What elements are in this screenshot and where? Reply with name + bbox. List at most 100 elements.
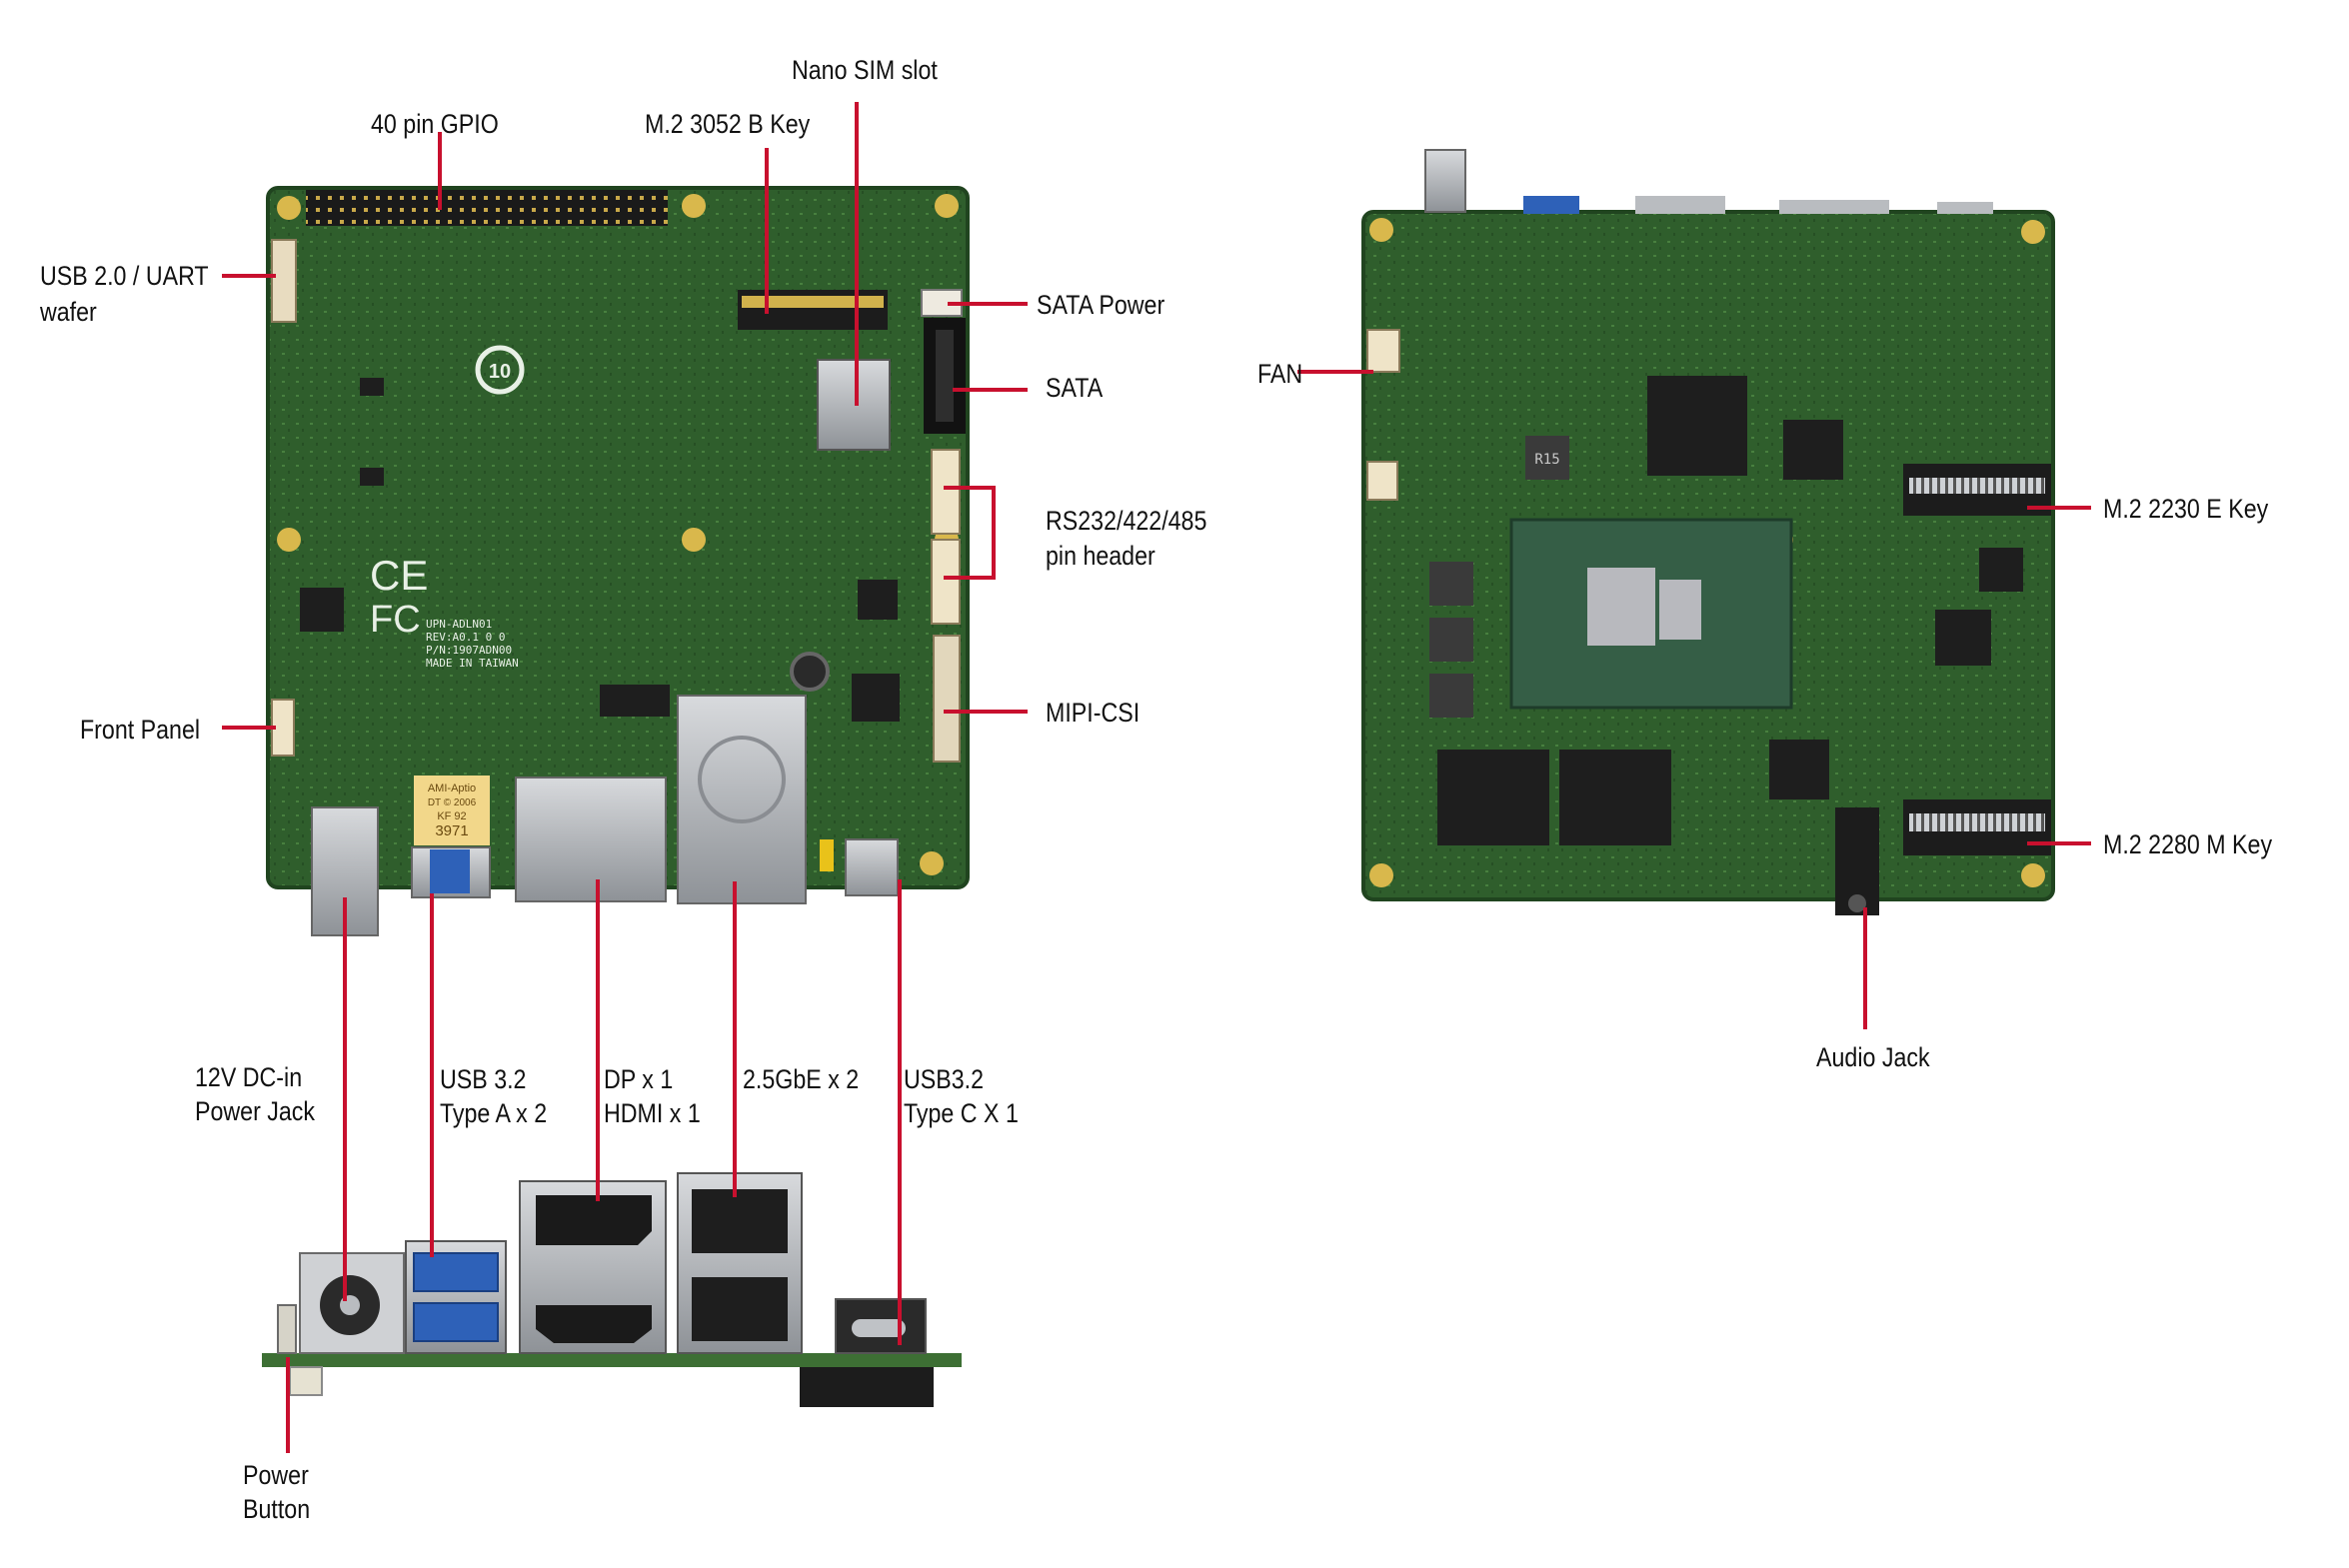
ic-chip bbox=[1647, 376, 1747, 476]
rs232-header-1 bbox=[931, 449, 961, 535]
recycle-mark-text: 10 bbox=[489, 361, 511, 383]
mount-hole bbox=[2021, 863, 2045, 887]
ic-chip bbox=[360, 378, 384, 396]
m2-3052-pins bbox=[742, 296, 884, 308]
label-m2-2280: M.2 2280 M Key bbox=[2103, 829, 2273, 859]
label-usb-c-2: Type C X 1 bbox=[904, 1098, 1019, 1128]
bios-label-3: KF 92 bbox=[437, 810, 466, 822]
label-power-button-1: Power bbox=[243, 1460, 309, 1490]
usb-a-port-1 bbox=[413, 1252, 499, 1292]
bios-label-4: 3971 bbox=[435, 822, 468, 839]
silk-pn: P/N:1907ADN00 bbox=[426, 644, 512, 657]
inductor bbox=[1429, 618, 1473, 662]
label-usb-c-1: USB3.2 bbox=[904, 1064, 985, 1094]
bios-label-1: AMI-Aptio bbox=[428, 783, 476, 794]
hdmi-port bbox=[536, 1305, 652, 1343]
label-gpio: 40 pin GPIO bbox=[371, 109, 499, 139]
fc-mark: FC bbox=[370, 599, 421, 641]
label-power-button-2: Button bbox=[243, 1494, 311, 1524]
mipi-csi-connector bbox=[933, 635, 961, 763]
mount-hole bbox=[682, 528, 706, 552]
inductor bbox=[1429, 562, 1473, 606]
label-m2-3052: M.2 3052 B Key bbox=[645, 109, 811, 139]
ic-chip bbox=[360, 468, 384, 486]
label-m2-2230: M.2 2230 E Key bbox=[2103, 494, 2269, 524]
mount-hole bbox=[1369, 218, 1393, 242]
mount-hole bbox=[682, 194, 706, 218]
ic-chip bbox=[1437, 750, 1549, 845]
ic-chip bbox=[1559, 750, 1671, 845]
ic-chip bbox=[1769, 740, 1829, 799]
label-rs232-1: RS232/422/485 bbox=[1046, 506, 1207, 536]
ic-chip bbox=[852, 674, 900, 722]
gpio-header bbox=[306, 190, 668, 226]
usb-c-top bbox=[845, 838, 899, 896]
mount-hole bbox=[1369, 863, 1393, 887]
recycle-mark bbox=[475, 345, 525, 395]
sata-connector-key bbox=[936, 330, 954, 422]
antenna-connector bbox=[1424, 149, 1466, 213]
cpu-die-2 bbox=[1659, 580, 1701, 640]
mount-hole bbox=[935, 194, 959, 218]
label-usb-a-2: Type A x 2 bbox=[440, 1098, 548, 1128]
rj45-top bbox=[677, 695, 807, 904]
edge-underside-connector bbox=[800, 1367, 934, 1407]
mount-hole bbox=[920, 851, 944, 875]
ce-mark: CE bbox=[370, 552, 428, 599]
label-audio: Audio Jack bbox=[1816, 1042, 1930, 1072]
rs232-header-2 bbox=[931, 539, 961, 625]
leader-rs232 bbox=[944, 486, 996, 580]
dp-port bbox=[536, 1195, 652, 1245]
bios-label bbox=[414, 776, 490, 845]
usb-uart-wafer bbox=[271, 239, 297, 323]
m2-2280-pins bbox=[1909, 813, 2045, 831]
yellow-jumper bbox=[820, 839, 834, 871]
ic-chip bbox=[1935, 610, 1991, 666]
silk-rev: REV:A0.1 0 0 bbox=[426, 631, 505, 644]
edge-port bbox=[1635, 196, 1725, 214]
label-dc-in-2: Power Jack bbox=[195, 1096, 316, 1126]
label-dc-in-1: 12V DC-in bbox=[195, 1062, 303, 1092]
ic-chip bbox=[600, 685, 670, 717]
m2-2230-pins bbox=[1909, 478, 2045, 494]
nano-sim-slot bbox=[817, 359, 891, 451]
audio-jack-hole bbox=[1848, 894, 1866, 912]
label-rs232-2: pin header bbox=[1046, 541, 1156, 571]
inductor-label: R15 bbox=[1534, 452, 1559, 468]
ic-chip bbox=[1783, 420, 1843, 480]
label-gbe: 2.5GbE x 2 bbox=[743, 1064, 860, 1094]
label-nano-sim: Nano SIM slot bbox=[792, 55, 938, 85]
edge-port bbox=[1779, 200, 1889, 214]
rj45-port-1 bbox=[692, 1189, 788, 1253]
mount-hole bbox=[277, 528, 301, 552]
inductor bbox=[1429, 674, 1473, 718]
mount-hole bbox=[2021, 220, 2045, 244]
power-button-front bbox=[277, 1304, 297, 1354]
small-connector bbox=[1366, 461, 1398, 501]
edge-pcb bbox=[262, 1353, 962, 1367]
right-board: R15 bbox=[1361, 149, 2055, 915]
silk-model: UPN-ADLN01 bbox=[426, 618, 492, 631]
rj45-port-2 bbox=[692, 1277, 788, 1341]
label-front-panel: Front Panel bbox=[80, 715, 201, 745]
bios-label-2: DT © 2006 bbox=[428, 797, 477, 808]
leader-lines bbox=[222, 102, 2091, 1453]
fan-connector bbox=[1366, 329, 1400, 373]
ic-chip bbox=[1979, 548, 2023, 592]
label-dp-2: HDMI x 1 bbox=[604, 1098, 701, 1128]
label-fan: FAN bbox=[1257, 359, 1303, 389]
silk-made: MADE IN TAIWAN bbox=[426, 657, 519, 670]
buzzer bbox=[790, 652, 830, 692]
label-usb-uart-1: USB 2.0 / UART bbox=[40, 261, 209, 291]
label-sata: SATA bbox=[1046, 373, 1104, 403]
usb-a-port-2 bbox=[413, 1302, 499, 1342]
left-board: 10 CE FC UPN-ADLN01 REV:A0.1 0 0 P/N:190… bbox=[266, 186, 970, 936]
rj45-top-logo bbox=[698, 736, 786, 823]
label-usb-a-1: USB 3.2 bbox=[440, 1064, 527, 1094]
power-button-cap bbox=[289, 1366, 323, 1396]
label-dp-1: DP x 1 bbox=[604, 1064, 674, 1094]
label-mipi: MIPI-CSI bbox=[1046, 698, 1141, 728]
inductor bbox=[1525, 436, 1569, 480]
edge-port bbox=[1523, 196, 1579, 214]
